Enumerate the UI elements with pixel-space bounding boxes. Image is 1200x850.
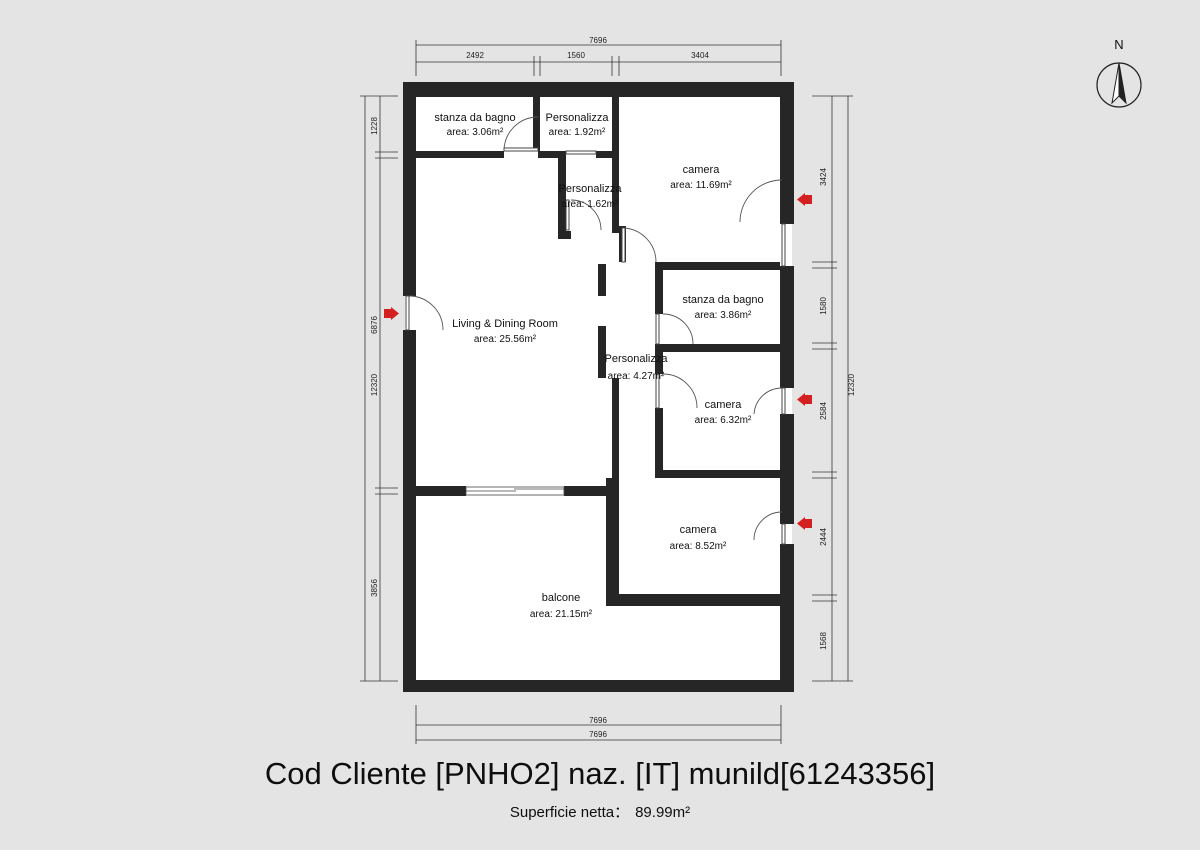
dim-right-seg-1: 3424	[819, 168, 828, 186]
dim-bottom-total-1: 7696	[589, 716, 607, 725]
dim-bottom-total-2: 7696	[589, 730, 607, 739]
room-name: Personalizza	[559, 183, 623, 195]
entry-arrows	[384, 193, 812, 530]
room-area: area: 3.86m²	[695, 310, 752, 321]
room-area: area: 8.52m²	[670, 541, 727, 552]
room-name: camera	[680, 524, 718, 536]
sliding-window	[465, 486, 565, 496]
room-area: area: 25.56m²	[474, 334, 537, 345]
room-area: area: 1.92m²	[549, 127, 606, 138]
net-surface-label: Superficie netta：	[509, 804, 630, 821]
bottom-dimensions: 7696 7696	[415, 705, 782, 744]
net-surface: Superficie netta： 89.99m²	[0, 801, 1200, 822]
entry-arrow-right-2-icon	[797, 393, 812, 406]
entry-arrow-right-1-icon	[797, 193, 812, 206]
dim-left-seg-3: 3856	[370, 579, 379, 597]
room-name: camera	[705, 399, 743, 411]
room-labels: stanza da bagno area: 3.06m² Personalizz…	[434, 112, 763, 620]
dim-right-seg-3: 2584	[819, 402, 828, 420]
compass: N	[1096, 37, 1142, 108]
room-area: area: 3.06m²	[447, 127, 504, 138]
doors	[405, 116, 786, 545]
room-area: area: 21.15m²	[530, 609, 593, 620]
right-dimensions: 12320 3424 1580 2584 2444 1568	[812, 95, 856, 682]
room-name: Personalizza	[546, 112, 610, 124]
room-area: area: 11.69m²	[670, 180, 732, 191]
room-area: area: 1.62m²	[562, 199, 619, 210]
net-surface-value: 89.99m²	[635, 804, 691, 821]
dim-top-total: 7696	[589, 36, 607, 45]
floor-area	[405, 82, 792, 692]
interior-walls	[416, 97, 780, 606]
compass-north-label: N	[1114, 37, 1123, 52]
dim-right-seg-5: 1568	[819, 632, 828, 650]
dim-right-seg-2: 1580	[819, 297, 828, 315]
entry-arrow-left-icon	[384, 307, 399, 320]
dim-left-seg-1: 1228	[370, 117, 379, 135]
dim-right-total: 12320	[847, 373, 856, 396]
dim-left-total: 12320	[370, 373, 379, 396]
entry-arrow-right-3-icon	[797, 517, 812, 530]
dim-top-seg-1: 2492	[466, 51, 484, 60]
room-area: area: 4.27m²	[608, 371, 665, 382]
room-name: Living & Dining Room	[452, 318, 558, 330]
client-code-title: Cod Cliente [PNHO2] naz. [IT] munild[612…	[264, 756, 936, 791]
compass-arrow-right-icon	[1118, 62, 1127, 105]
dim-top-seg-3: 3404	[691, 51, 709, 60]
room-name: Personalizza	[605, 353, 669, 365]
room-area: area: 6.32m²	[695, 415, 752, 426]
exterior-walls	[403, 82, 794, 692]
dim-left-seg-2: 6876	[370, 316, 379, 334]
top-dimensions: 7696 2492 1560 3404	[415, 36, 782, 76]
room-name: balcone	[542, 592, 581, 604]
compass-arrow-left-icon	[1111, 62, 1120, 105]
room-name: stanza da bagno	[434, 112, 515, 124]
room-name: stanza da bagno	[682, 294, 763, 306]
dim-right-seg-4: 2444	[819, 528, 828, 546]
left-dimensions: 12320 1228 6876 3856	[360, 95, 398, 682]
room-name: camera	[683, 164, 721, 176]
dim-top-seg-2: 1560	[567, 51, 585, 60]
